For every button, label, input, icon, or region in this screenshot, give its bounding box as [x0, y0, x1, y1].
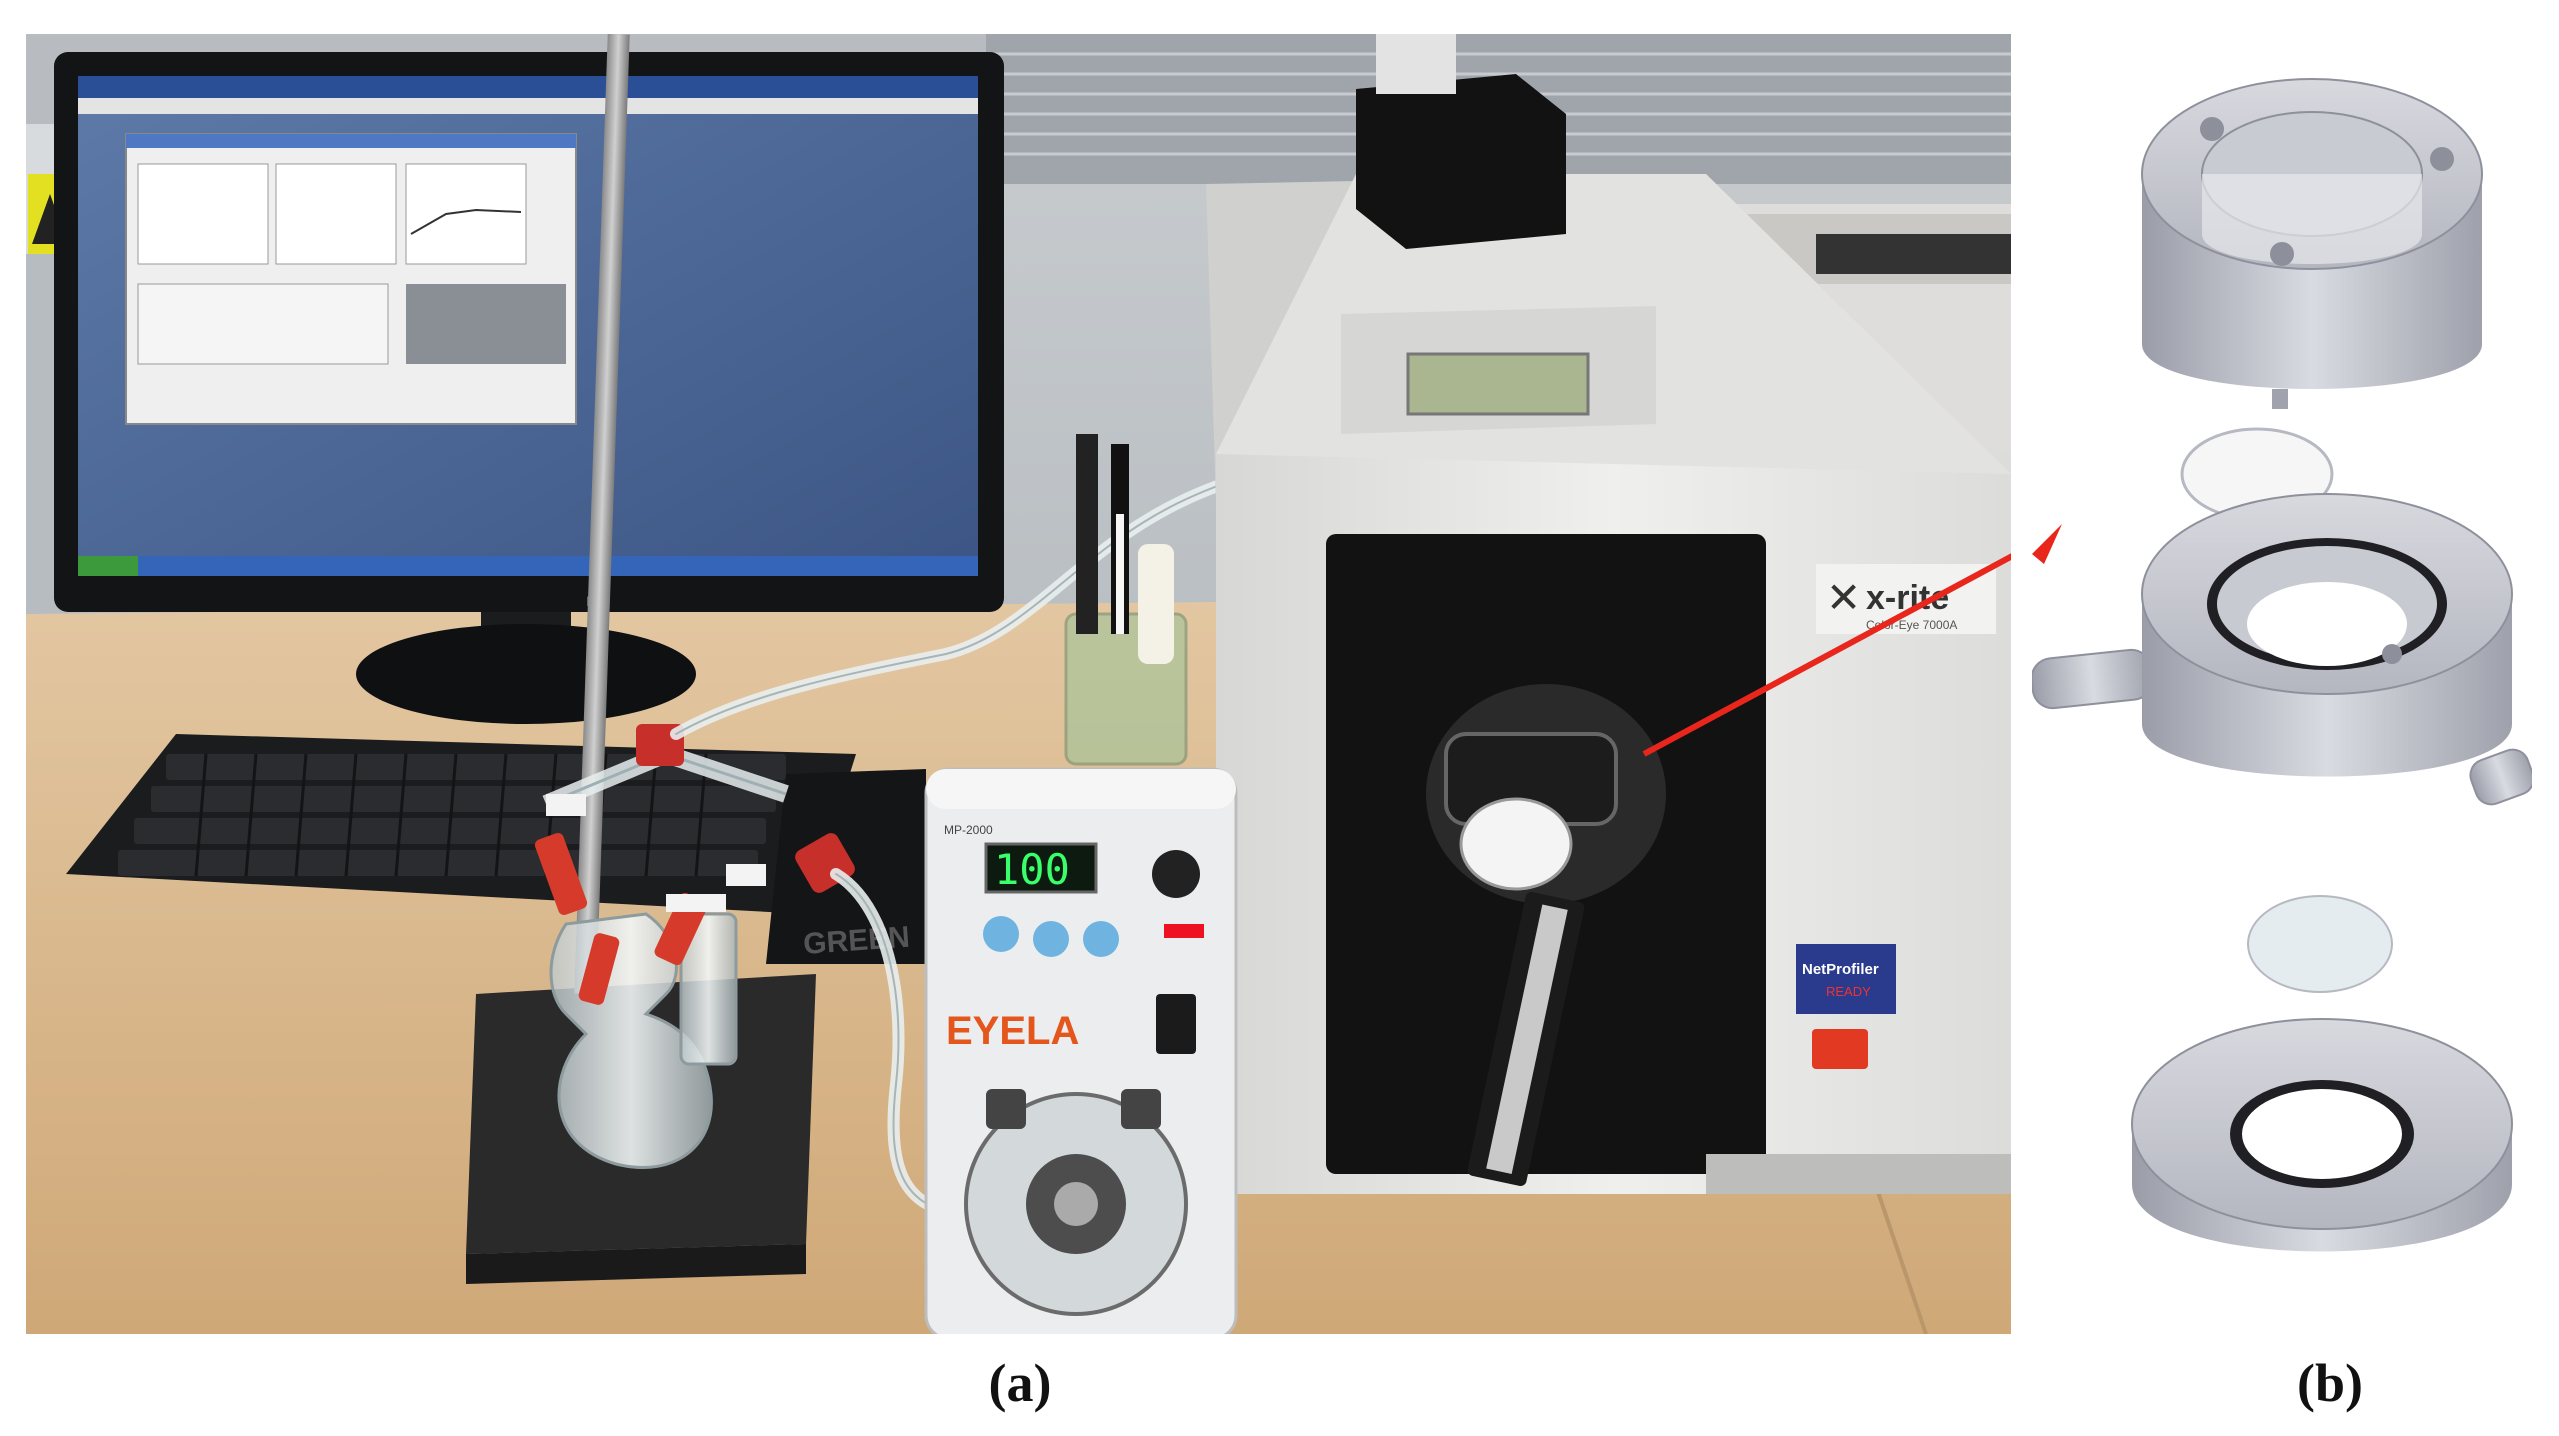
pump-model: MP-2000	[944, 823, 993, 837]
badge-line2: READY	[1826, 984, 1871, 999]
setup-photo: LG GREEN	[26, 34, 2011, 1334]
caption-b: (b)	[2297, 1353, 2363, 1413]
pump-display: 100	[994, 845, 1070, 894]
flow-cell-holder	[1444, 732, 1618, 1186]
svg-text:✕: ✕	[1826, 574, 1861, 621]
xrite-logo: ✕ x-rite Color-Eye 7000A	[1816, 564, 1996, 634]
pen-cup	[1064, 434, 1188, 766]
bottom-ring	[2131, 1018, 2513, 1252]
middle-body	[2032, 493, 2532, 806]
top-cap	[2141, 78, 2483, 409]
exploded-view-panel-b	[2032, 34, 2532, 1334]
pointer-arrow	[1642, 553, 2011, 757]
caption-a: (a)	[988, 1353, 1052, 1413]
pump-brand: EYELA	[946, 1009, 1079, 1053]
badge-line1: NetProfiler	[1802, 961, 1879, 978]
photo-panel-a: LG GREEN	[26, 34, 2011, 1334]
glass-flask	[534, 724, 855, 1169]
computer-monitor: LG	[54, 52, 1004, 724]
top-box	[1356, 34, 1566, 249]
exploded-diagram	[2032, 78, 2532, 1252]
lower-window-disk	[2247, 895, 2393, 993]
peristaltic-pump: MP-2000 100 EYELA	[924, 767, 1238, 1334]
arrow-head	[2032, 524, 2062, 564]
